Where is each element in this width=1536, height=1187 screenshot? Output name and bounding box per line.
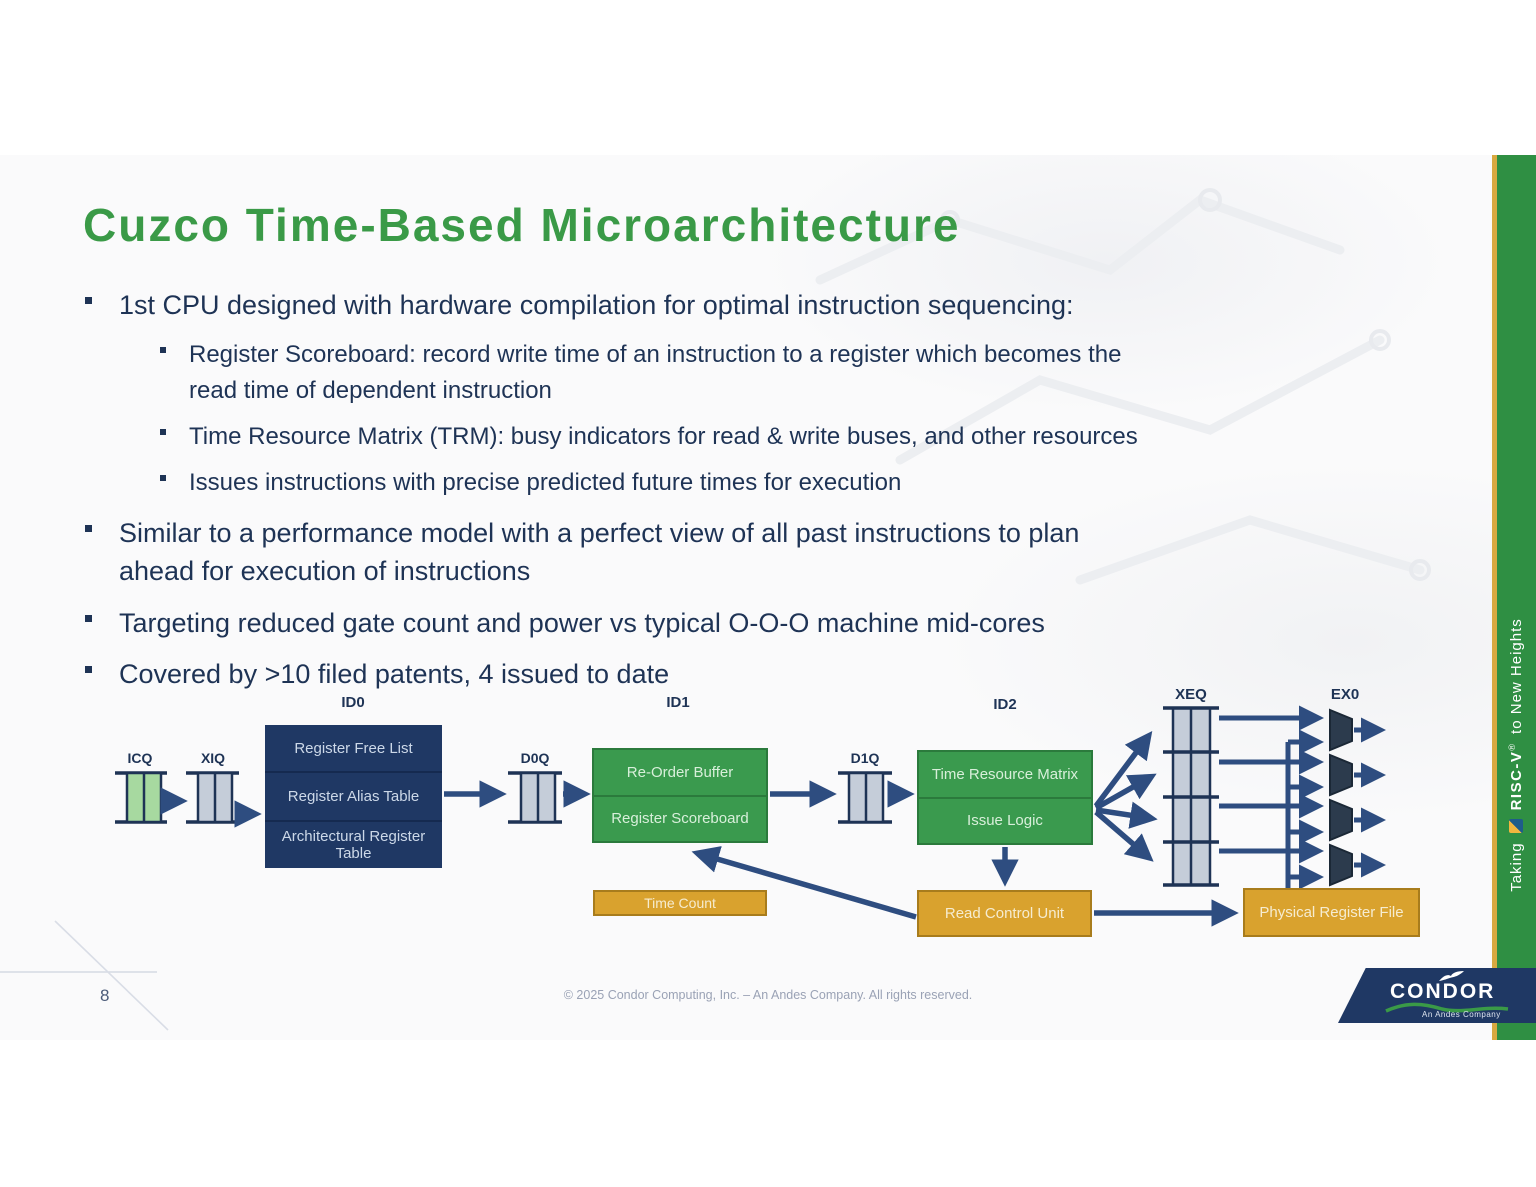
sub-bullet-text: Issues instructions with precise predict…: [189, 469, 902, 496]
pipeline-flow-arrows: [160, 730, 1239, 927]
exec-unit-icon: [1329, 843, 1353, 887]
sidebar-gold-stripe: [1492, 155, 1497, 1040]
bullet-text: Covered by >10 filed patents, 4 issued t…: [119, 659, 670, 689]
riscv-wordmark: RISC-V®: [1507, 742, 1525, 811]
bullet-text: Similar to a performance model with a pe…: [119, 514, 1079, 590]
corner-decoration-lines: [0, 920, 169, 1031]
line-1: Register Scoreboard: record write time o…: [189, 341, 1122, 368]
tagline-prefix: Taking: [1507, 842, 1525, 892]
stage-label-id1: ID1: [666, 694, 690, 711]
copyright-text: © 2025 Condor Computing, Inc. – An Andes…: [563, 988, 973, 1002]
bullet-marker: [85, 525, 92, 532]
exec-unit-icon: [1329, 798, 1353, 842]
sub-bullet-text: Register Scoreboard: record write time o…: [189, 337, 1121, 409]
reorder-buffer-row: Re-Order Buffer: [626, 763, 734, 781]
bullet-text: Targeting reduced gate count and power v…: [119, 608, 1045, 638]
register-free-list-row: Register Free List: [294, 739, 413, 757]
bullet-item: Covered by >10 filed patents, 4 issued t…: [85, 655, 669, 693]
condor-wordmark: CONDOR: [1390, 980, 1496, 1003]
slide-background: [0, 155, 1536, 1040]
id2-block: Time Resource Matrix Issue Logic: [917, 750, 1093, 845]
bullet-marker: [160, 429, 166, 435]
bullet-marker: [160, 475, 166, 481]
sidebar-tagline: Taking RISC-V® to New Heights: [1497, 475, 1535, 1035]
architectural-register-table-row: Architectural Register Table: [265, 819, 442, 868]
d0q-queue-icon: [508, 771, 562, 824]
bullet-item: Similar to a performance model with a pe…: [85, 514, 1079, 590]
xeq-to-ex0-lines: [1219, 705, 1324, 864]
time-count-block: Time Count: [593, 890, 767, 916]
bullet-item: 1st CPU designed with hardware compilati…: [85, 286, 1074, 324]
xiq-queue-icon: [186, 771, 239, 824]
sidebar-green-strip: [1497, 155, 1536, 1040]
physical-register-file-block: Physical Register File: [1243, 888, 1420, 937]
bullet-text: 1st CPU designed with hardware compilati…: [119, 290, 1074, 320]
ex0-unit-icons: [1329, 708, 1353, 887]
stage-label-ex0: EX0: [1330, 686, 1360, 703]
sub-bullet-text: Time Resource Matrix (TRM): busy indicat…: [189, 423, 1138, 450]
queue-label-d1q: D1Q: [850, 750, 880, 766]
register-alias-table-row: Register Alias Table: [265, 771, 442, 819]
exec-unit-icon: [1329, 708, 1353, 752]
bullet-marker: [160, 347, 166, 353]
time-resource-matrix-row: Time Resource Matrix: [931, 765, 1079, 783]
read-control-unit-block: Read Control Unit: [917, 890, 1092, 937]
page-title: Cuzco Time-Based Microarchitecture: [83, 199, 961, 251]
circuit-watermark-graphic: [815, 188, 1431, 585]
queue-label-xiq: XIQ: [200, 750, 226, 766]
riscv-logo-icon: [1509, 819, 1523, 834]
sub-bullet-item: Register Scoreboard: record write time o…: [160, 337, 1121, 409]
icq-queue-icon: [115, 771, 167, 824]
bullet-marker: [85, 666, 92, 673]
tagline-suffix: to New Heights: [1507, 618, 1525, 734]
stage-label-id0: ID0: [341, 694, 365, 711]
xeq-queue-icon: [1163, 706, 1219, 887]
line-1: Similar to a performance model with a pe…: [119, 518, 1080, 548]
stage-label-xeq: XEQ: [1175, 686, 1207, 703]
queue-label-icq: ICQ: [127, 750, 153, 766]
bullet-item: Targeting reduced gate count and power v…: [85, 604, 1045, 642]
bullet-marker: [85, 615, 92, 622]
line-2: read time of dependent instruction: [189, 377, 552, 404]
register-scoreboard-row: Register Scoreboard: [594, 794, 766, 842]
condor-bird-icon: [1439, 971, 1464, 981]
register-file-bus-lines: [1285, 729, 1324, 890]
line-2: ahead for execution of instructions: [119, 556, 531, 586]
bullet-marker: [85, 297, 92, 304]
page-number: 8: [100, 986, 110, 1005]
id0-block: Register Free List Register Alias Table …: [265, 725, 442, 868]
exec-unit-icon: [1329, 753, 1353, 797]
condor-logo: CONDOR An Andes Company: [1338, 968, 1536, 1023]
ex0-output-arrows: [1354, 717, 1386, 878]
issue-logic-row: Issue Logic: [919, 796, 1091, 844]
sub-bullet-item: Time Resource Matrix (TRM): busy indicat…: [160, 419, 1138, 455]
id1-block: Re-Order Buffer Register Scoreboard: [592, 748, 768, 843]
d1q-queue-icon: [838, 771, 892, 824]
stage-label-id2: ID2: [993, 696, 1017, 713]
sub-bullet-item: Issues instructions with precise predict…: [160, 465, 901, 501]
queue-label-d0q: D0Q: [520, 750, 550, 766]
condor-mountain-icon: [1385, 1002, 1509, 1013]
condor-subtitle: An Andes Company: [1422, 1010, 1501, 1019]
